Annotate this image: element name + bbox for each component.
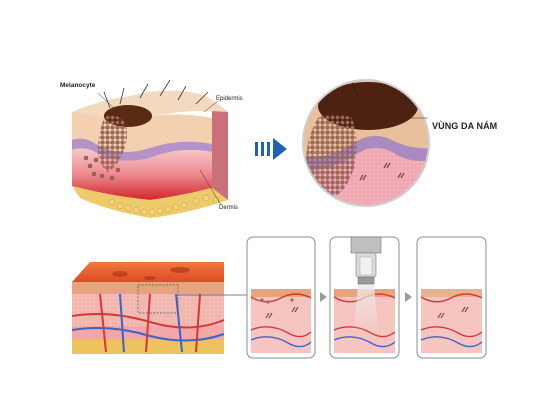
laser-beam [354, 284, 378, 330]
step-arrow-2-icon [405, 292, 412, 302]
skin-block-with-vessels [71, 262, 248, 354]
triple-chevron-arrow-right-icon [255, 138, 287, 160]
laser-handpiece-icon [350, 236, 382, 285]
fat-cells [108, 194, 220, 216]
melanocyte-label: Melanocyte [60, 82, 96, 89]
scattered-melanin [83, 155, 121, 181]
dermis-label: Dermis [219, 205, 238, 211]
treatment-panel-after [416, 236, 487, 359]
hairs [103, 79, 209, 109]
step-arrow-1-icon [320, 292, 327, 302]
label-leader-lines [97, 92, 222, 206]
treatment-panel-laser [329, 236, 400, 359]
magnified-view-circle [302, 79, 430, 207]
blood-vessels [71, 293, 225, 353]
treatment-panel-before [246, 236, 316, 359]
epidermis-label: Epidermis [216, 96, 243, 102]
skin-cross-section-block [72, 79, 228, 218]
melasma-area-label: VÙNG DA NÁM [432, 121, 498, 131]
zoom-region-box [137, 284, 179, 314]
melanin-cluster [98, 115, 127, 172]
